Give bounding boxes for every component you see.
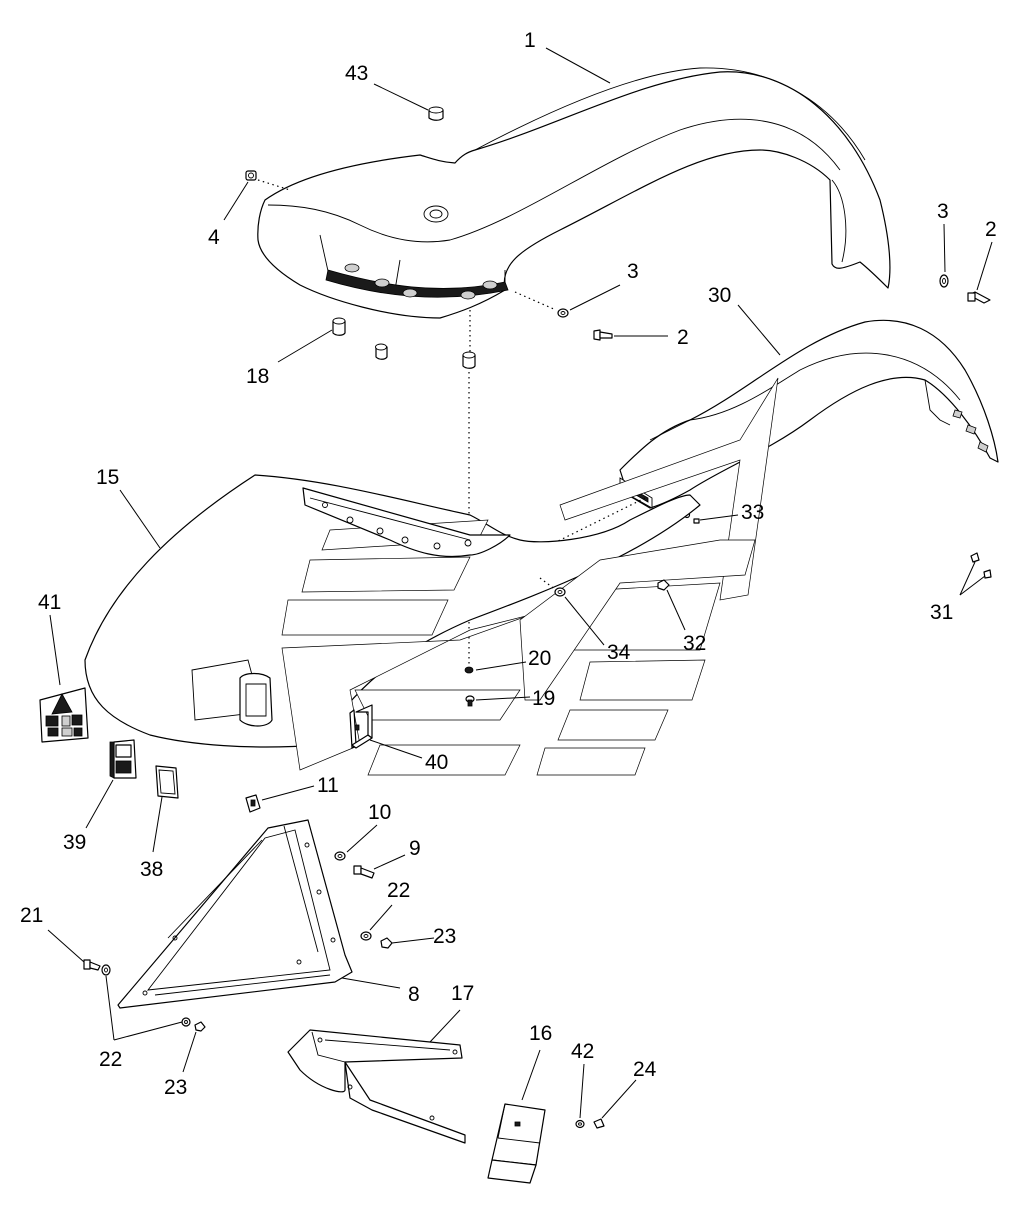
decal-part-41 — [39, 687, 89, 743]
callout-34: 34 — [607, 641, 631, 664]
callout-41: 41 — [38, 591, 61, 614]
callout-43: 43 — [345, 62, 368, 85]
leader-lines — [47, 47, 993, 1119]
cover-part-38 — [155, 765, 179, 799]
bolt-part-2-center — [593, 329, 613, 341]
screw-part-19 — [465, 695, 475, 707]
callout-42: 42 — [571, 1040, 594, 1063]
nut-part-32 — [657, 579, 670, 591]
washer-part-20 — [464, 666, 474, 674]
block-part-16 — [487, 1103, 546, 1184]
callout-18: 18 — [246, 365, 269, 388]
nut-part-4 — [245, 170, 257, 181]
callout-labels: 1 43 4 3 2 3 2 30 18 15 33 31 41 20 34 3… — [20, 29, 997, 1099]
washer-part-42 — [575, 1119, 585, 1129]
callout-33: 33 — [741, 501, 764, 524]
washer-part-22-upper — [360, 931, 372, 941]
callout-2: 2 — [985, 218, 997, 241]
callout-15: 15 — [96, 466, 119, 489]
nut-part-23-upper — [380, 937, 393, 949]
callout-20: 20 — [528, 647, 551, 670]
nut-part-23-lower — [194, 1021, 206, 1032]
panel-part-15 — [84, 377, 779, 776]
callout-4: 4 — [208, 226, 220, 249]
callout-16: 16 — [529, 1022, 552, 1045]
callout-10: 10 — [368, 801, 391, 824]
callout-39: 39 — [63, 831, 86, 854]
washer-part-3-right — [939, 274, 949, 288]
callout-3: 3 — [937, 200, 949, 223]
washer-part-3-center — [557, 308, 569, 318]
washer-part-34 — [554, 587, 566, 597]
callout-22: 22 — [387, 879, 410, 902]
ghost-outline-bracket — [281, 377, 779, 776]
clips-part-31 — [970, 552, 992, 579]
plug-part-43 — [428, 106, 444, 121]
callout-1: 1 — [524, 29, 536, 52]
callout-21: 21 — [20, 904, 43, 927]
bolt-part-9 — [353, 865, 375, 879]
bracket-part-17 — [287, 1029, 466, 1144]
panel-mount-holes — [322, 502, 472, 550]
callout-38: 38 — [140, 858, 163, 881]
callout-2: 2 — [677, 326, 689, 349]
screw-part-24 — [593, 1118, 605, 1129]
callout-30: 30 — [708, 284, 731, 307]
callout-24: 24 — [633, 1058, 657, 1081]
callout-3: 3 — [627, 260, 639, 283]
callout-17: 17 — [451, 982, 474, 1005]
bolt-part-21 — [83, 959, 101, 971]
callout-32: 32 — [683, 632, 706, 655]
callout-31: 31 — [930, 601, 953, 624]
callout-19: 19 — [532, 687, 555, 710]
callout-11: 11 — [317, 774, 339, 797]
fender-mount-bosses — [344, 263, 498, 300]
switch-part-39 — [109, 739, 137, 779]
bracket-part-40 — [349, 704, 373, 749]
callout-23: 23 — [433, 925, 456, 948]
callout-23: 23 — [164, 1076, 187, 1099]
bracket-part-8 — [117, 819, 353, 1009]
inserts-part-18 — [332, 317, 476, 369]
clip-part-11 — [245, 794, 261, 813]
callout-8: 8 — [408, 983, 420, 1006]
callout-9: 9 — [409, 837, 421, 860]
washer-part-10 — [334, 851, 346, 861]
callout-40: 40 — [425, 751, 448, 774]
callout-22: 22 — [99, 1048, 122, 1071]
fender-part-1 — [257, 67, 891, 319]
bolt-part-2-right — [967, 291, 991, 304]
